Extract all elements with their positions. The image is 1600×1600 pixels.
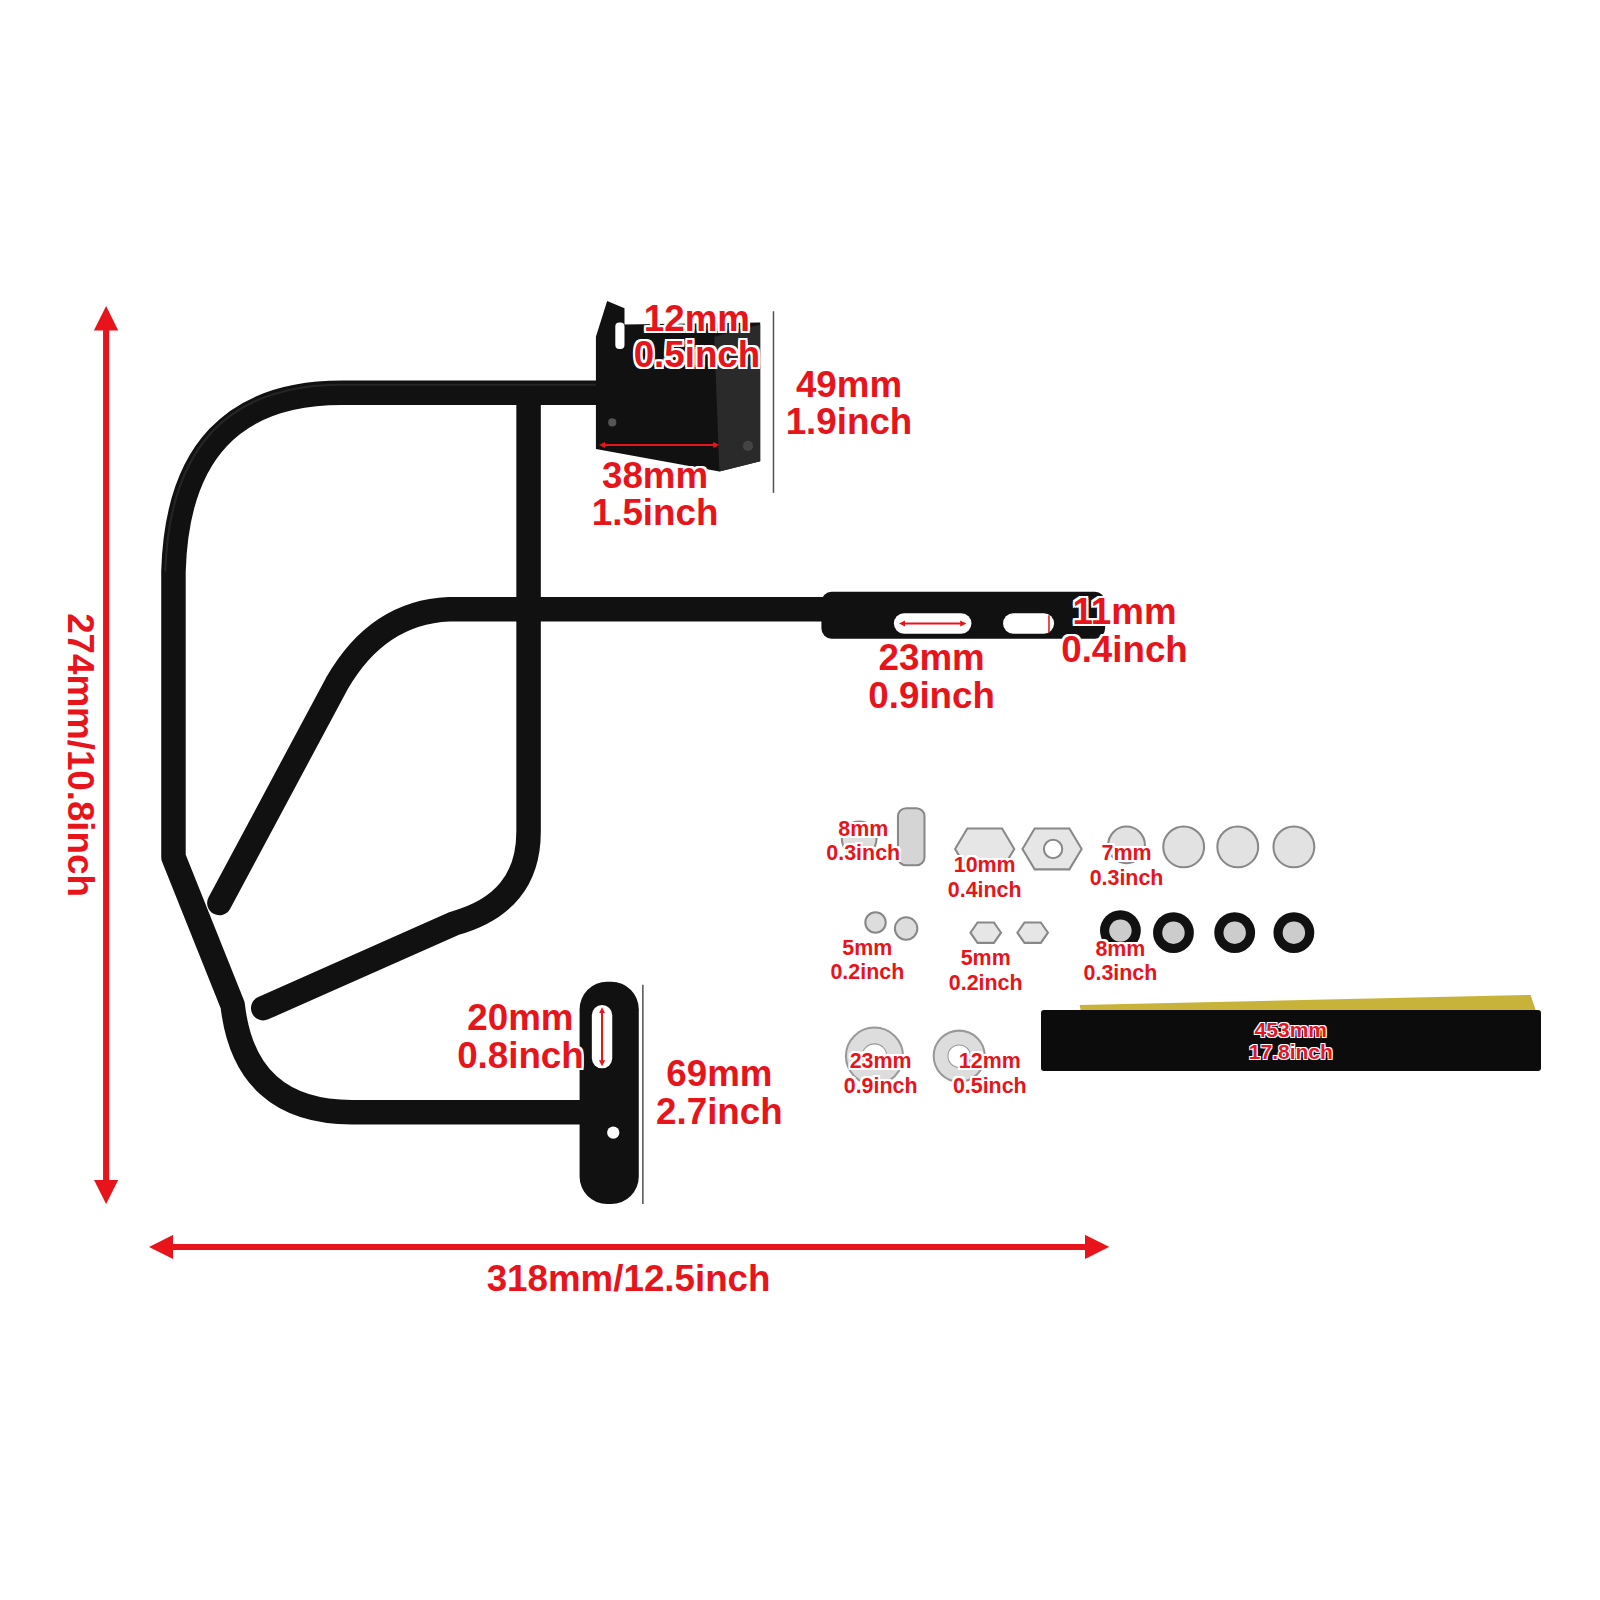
dimension-label: 49mm xyxy=(796,366,902,403)
dimension-label: 69mm xyxy=(666,1056,772,1093)
dimension-label: 0.5inch xyxy=(953,1076,1027,1097)
dimension-label: 7mm xyxy=(1102,843,1152,864)
dimension-label: 0.3inch xyxy=(826,843,900,864)
dimension-label: 318mm/12.5inch xyxy=(487,1260,771,1297)
dimension-label: 1.9inch xyxy=(786,404,913,441)
dimension-label: 274mm/10.8inch xyxy=(61,613,98,897)
dimension-label: 0.9inch xyxy=(844,1076,918,1097)
dimension-label: 23mm xyxy=(850,1052,912,1073)
dimension-label: 12mm xyxy=(644,301,750,338)
dimension-label: 0.4inch xyxy=(948,880,1022,901)
dimension-label: 453mm 17.8inch xyxy=(1236,1019,1346,1063)
dimension-label: 5mm xyxy=(842,938,892,959)
dimension-label: 0.5inch xyxy=(634,337,761,374)
dimension-label: 11mm xyxy=(1072,594,1176,631)
dimension-label: 8mm xyxy=(838,819,888,840)
dimension-label: 0.4inch xyxy=(1061,632,1188,669)
dimension-label: 0.3inch xyxy=(1084,964,1158,985)
dimension-label: 8mm xyxy=(1095,939,1145,960)
dimension-label: 1.5inch xyxy=(592,495,719,532)
dimension-label: 12mm xyxy=(959,1052,1021,1073)
dimension-label: 10mm xyxy=(954,856,1016,877)
dimension-label: 2.7inch xyxy=(656,1094,783,1131)
dimension-label: 20mm xyxy=(467,1000,573,1037)
dimension-label: 0.9inch xyxy=(868,678,995,715)
dimension-label: 38mm xyxy=(602,457,708,494)
dimension-label: 0.2inch xyxy=(830,963,904,984)
dimension-label: 5mm xyxy=(961,948,1011,969)
foam-strip: 453mm 17.8inch xyxy=(1041,1010,1541,1071)
dimension-label: 0.2inch xyxy=(949,973,1023,994)
dimension-label: 0.3inch xyxy=(1090,868,1164,889)
dimension-label: 0.8inch xyxy=(457,1038,584,1075)
dimension-label: 23mm xyxy=(879,640,985,677)
